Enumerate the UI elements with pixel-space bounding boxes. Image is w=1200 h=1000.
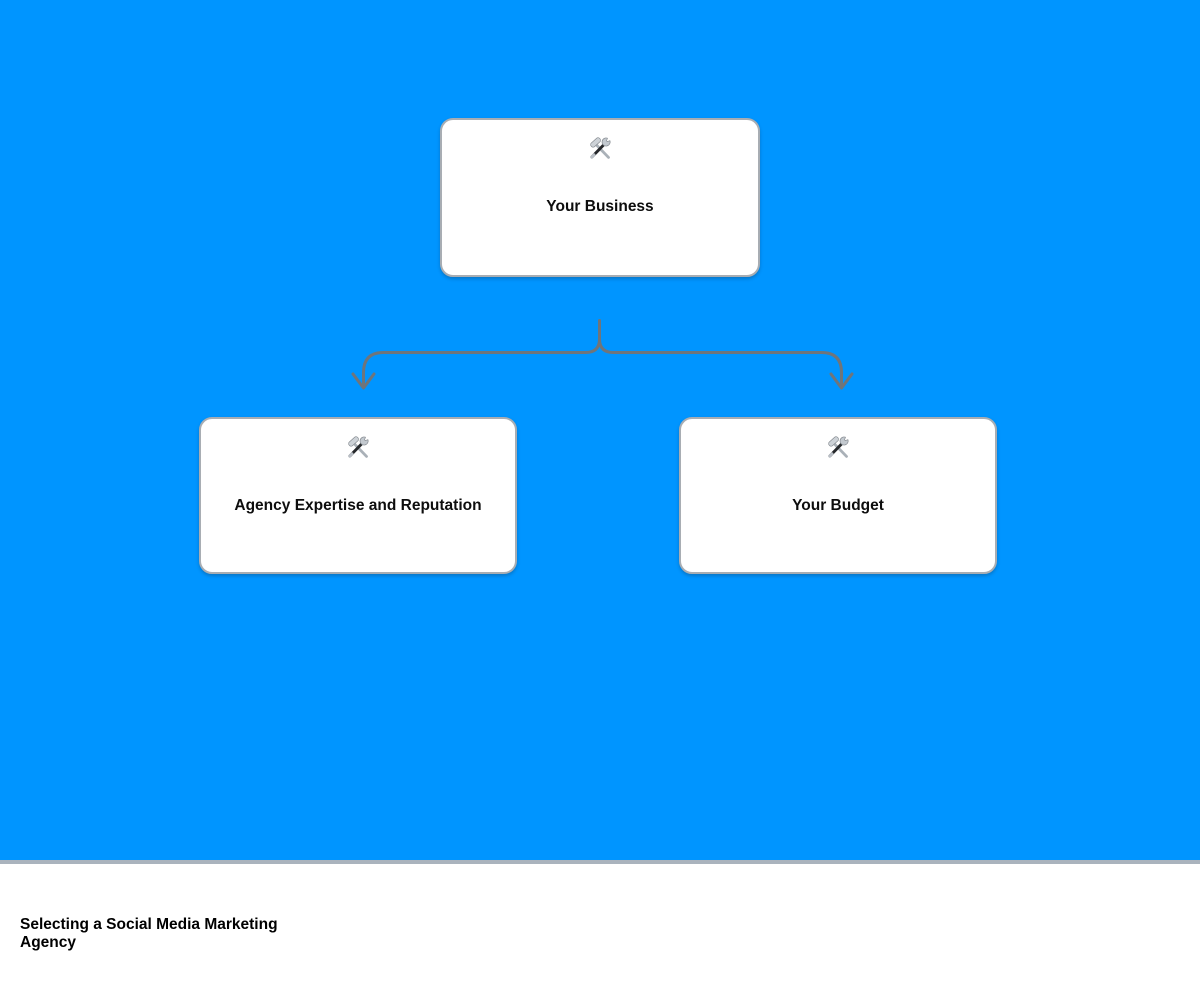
- node-label: Your Budget: [792, 497, 884, 514]
- divider: [0, 860, 1200, 864]
- connector-left: [362, 319, 601, 387]
- arrowhead-left-icon: [351, 372, 376, 390]
- hammer-wrench-icon: [345, 434, 371, 461]
- node-your-budget[interactable]: Your Budget: [679, 417, 997, 574]
- connector-right: [598, 337, 843, 387]
- mindmap-canvas: Your Business Agency Expertise and Reput…: [0, 0, 1200, 860]
- hammer-wrench-icon: [825, 434, 851, 461]
- hammer-wrench-icon: [587, 135, 613, 162]
- node-label: Your Business: [546, 198, 654, 215]
- caption-area: Selecting a Social Media Marketing Agenc…: [0, 864, 1200, 1000]
- node-label: Agency Expertise and Reputation: [234, 497, 482, 514]
- diagram-title: Selecting a Social Media Marketing Agenc…: [20, 916, 278, 951]
- node-agency-expertise-and-reputation[interactable]: Agency Expertise and Reputation: [199, 417, 517, 574]
- node-your-business[interactable]: Your Business: [440, 118, 760, 277]
- arrowhead-right-icon: [829, 372, 854, 390]
